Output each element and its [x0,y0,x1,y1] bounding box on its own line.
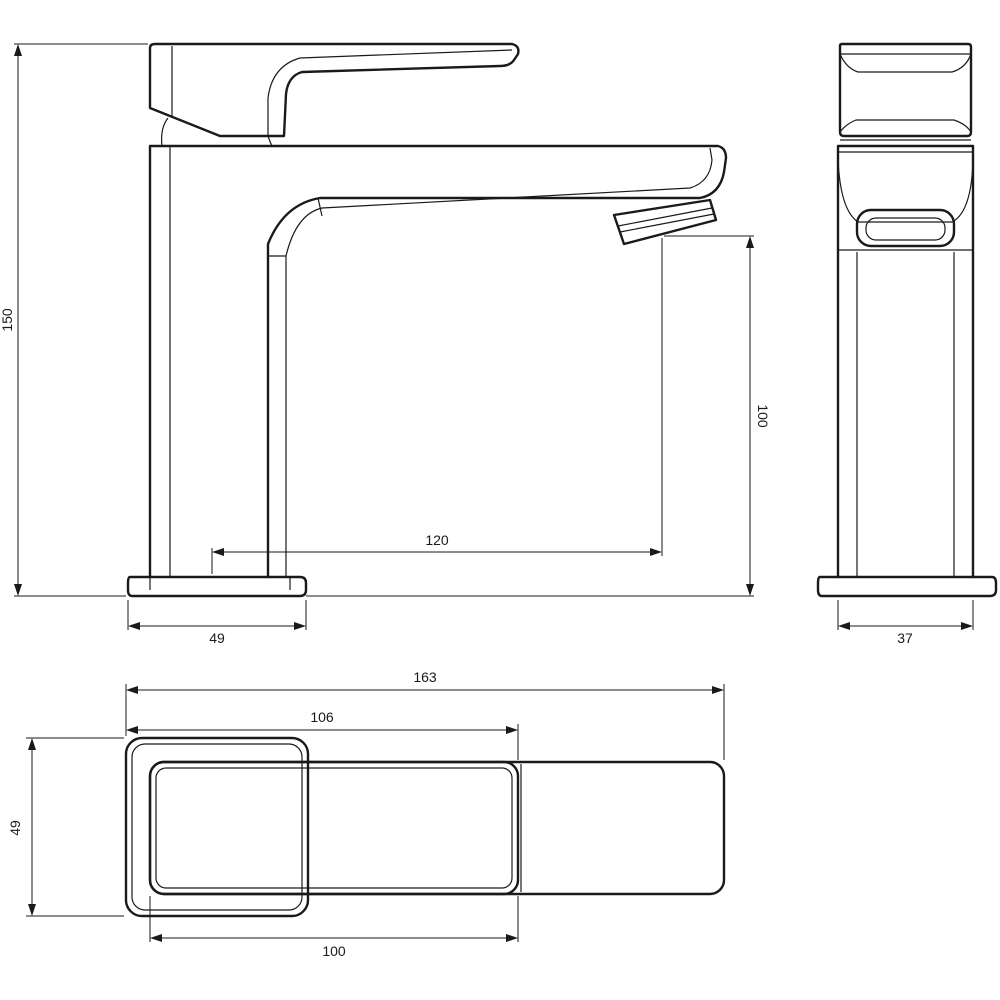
dim-plate-length: 100 [149,896,519,959]
front-view: 150 100 120 49 [0,42,771,646]
dim-label-overall-height: 150 [0,308,15,332]
dim-handle-length: 106 [126,709,519,760]
top-view: 163 106 49 100 [7,669,726,959]
dim-body-width: 49 [7,737,124,917]
side-view: 37 [816,42,998,646]
side-handle [838,42,973,138]
dim-label-spout-height: 100 [755,404,771,428]
dim-base-depth: 37 [837,600,974,646]
dim-spout-reach: 120 [211,238,663,574]
front-lever-handle [148,42,520,147]
dim-label-handle-length: 106 [310,709,334,725]
dim-overall-height: 150 [0,43,148,597]
front-body [148,144,728,579]
side-base-plate [816,575,998,598]
front-aerator [612,198,718,246]
dim-overall-length: 163 [125,669,725,760]
side-aerator [855,208,956,248]
dim-spout-height: 100 [306,235,771,597]
dim-label-overall-length: 163 [413,669,437,685]
top-base-plate [124,736,310,918]
side-body [836,144,975,579]
top-spout [148,760,726,896]
top-handle [148,760,520,896]
dim-label-spout-reach: 120 [425,532,449,548]
dim-label-base-depth: 37 [897,630,913,646]
dim-label-base-width: 49 [209,630,225,646]
dim-label-plate-length: 100 [322,943,346,959]
dim-base-width: 49 [127,600,307,646]
front-base-plate [126,575,308,598]
dim-label-body-width: 49 [7,820,23,836]
